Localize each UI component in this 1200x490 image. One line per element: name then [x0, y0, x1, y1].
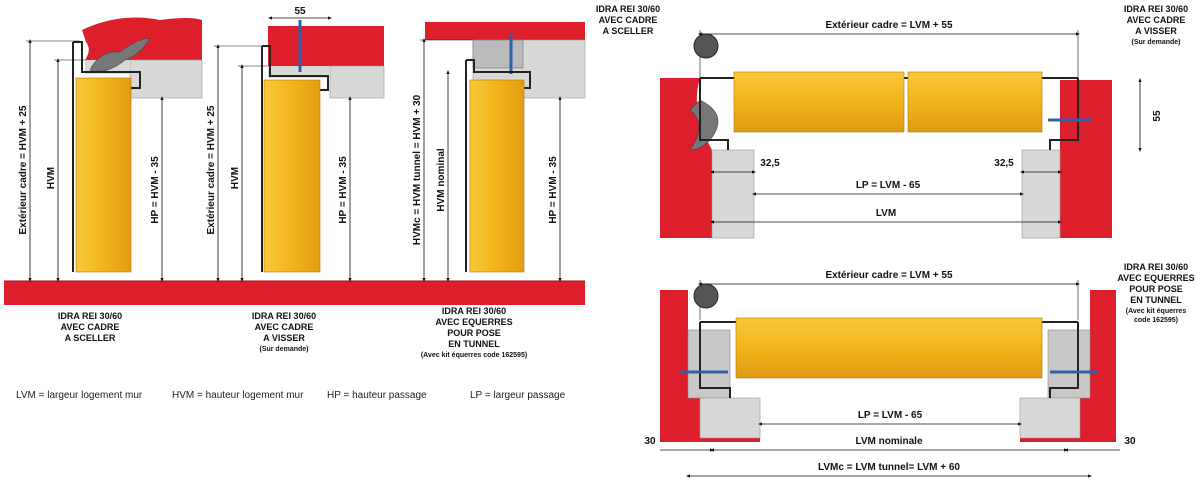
- jamb-left-bottom: [699, 397, 761, 439]
- note-bottom-right-1: (Avec kit équerres: [1126, 308, 1187, 315]
- dim-outer-top: Extérieur cadre = LVM + 55: [825, 20, 953, 31]
- tunnel-bracket-right: [1047, 329, 1091, 399]
- door-leaf-c: [469, 79, 525, 273]
- frame-profile-a: [72, 41, 141, 272]
- caption-bottom-right-2: AVEC EQUERRES: [1117, 273, 1194, 283]
- wall-lintel-a: [82, 17, 202, 61]
- caption-top-right-3: A VISSER: [1135, 26, 1177, 36]
- tunnel-bracket-c: [472, 39, 524, 69]
- wall-left-bottom: [660, 290, 688, 442]
- caption-b-2: AVEC CADRE: [255, 322, 314, 332]
- hinge-bottom: [693, 283, 719, 309]
- note-bottom-right-2: code 162595): [1134, 317, 1178, 324]
- dim-lp-bottom: LP = LVM - 65: [858, 410, 923, 421]
- dim-side-top: 55: [1152, 110, 1163, 122]
- caption-c-4: EN TUNNEL: [448, 339, 500, 349]
- frame-profile-c: [465, 59, 531, 272]
- dim-lvm-top: LVM: [876, 208, 896, 219]
- dim-right-top: 32,5: [994, 158, 1014, 169]
- dim-hp-a: HP = HVM - 35: [150, 156, 161, 224]
- note-b: (Sur demande): [259, 346, 308, 353]
- legend-lp: LP = largeur passage: [470, 390, 566, 401]
- wall-right-bottom: [1090, 290, 1116, 442]
- caption-top-left-1: IDRA REI 30/60: [596, 4, 660, 14]
- jamb-right-top: [1021, 149, 1061, 239]
- door-leaf-b: [263, 79, 321, 273]
- dim-right-bottom: 30: [1124, 436, 1136, 447]
- caption-a-3: A SCELLER: [65, 333, 116, 343]
- caption-c-2: AVEC EQUERRES: [435, 317, 512, 327]
- caption-a-2: AVEC CADRE: [61, 322, 120, 332]
- caption-top-left-2: AVEC CADRE: [599, 15, 658, 25]
- dim-top-b: 55: [294, 6, 306, 17]
- plan-top: IDRA REI 30/60 AVEC CADRE A SCELLER IDRA…: [596, 4, 1188, 239]
- frame-profile-b: [261, 45, 329, 272]
- dim-lp-top: LP = LVM - 65: [856, 180, 921, 191]
- dim-left-bottom: 30: [644, 436, 656, 447]
- dim-hvm-a: HVM: [46, 167, 57, 189]
- jamb-left-top: [711, 149, 755, 239]
- caption-b-3: A VISSER: [263, 333, 305, 343]
- door-leaf-top-right: [907, 71, 1043, 133]
- tunnel-bracket-left: [687, 329, 731, 399]
- note-top-right: (Sur demande): [1131, 39, 1180, 46]
- anchor-strap-top: [689, 99, 719, 151]
- dim-nominal-bottom: LVM nominale: [855, 436, 922, 447]
- caption-bottom-right-1: IDRA REI 30/60: [1124, 262, 1188, 272]
- dim-outer-bottom: Extérieur cadre = LVM + 55: [825, 270, 953, 281]
- elevation-b: 55 Extérieur cadre = HVM + 25 HVM HP = H…: [206, 6, 385, 353]
- dim-hp-c: HP = HVM - 35: [548, 156, 559, 224]
- caption-c-3: POUR POSE: [447, 328, 501, 338]
- wall-header-a: [129, 59, 203, 99]
- caption-top-right-2: AVEC CADRE: [1127, 15, 1186, 25]
- caption-top-left-3: A SCELLER: [603, 26, 654, 36]
- dim-outer-b: Extérieur cadre = HVM + 25: [206, 105, 217, 234]
- wall-lintel-b: [268, 26, 384, 66]
- dim-outer-c: HVMc = HVM tunnel = HVM + 30: [412, 94, 423, 245]
- caption-a-1: IDRA REI 30/60: [58, 311, 122, 321]
- plan-bottom: IDRA REI 30/60 AVEC EQUERRES POUR POSE E…: [644, 262, 1195, 478]
- dim-nominal-c: HVM nominal: [436, 148, 447, 212]
- caption-bottom-right-4: EN TUNNEL: [1130, 295, 1182, 305]
- wall-right-top: [1060, 80, 1112, 238]
- caption-bottom-right-3: POUR POSE: [1129, 284, 1183, 294]
- caption-top-right-1: IDRA REI 30/60: [1124, 4, 1188, 14]
- elevation-c: HVMc = HVM tunnel = HVM + 30 HVM nominal…: [412, 22, 586, 359]
- elevation-a: Extérieur cadre = HVM + 25 HVM HP = HVM …: [18, 17, 203, 343]
- door-leaf-a: [75, 77, 132, 273]
- wall-header-b: [329, 65, 385, 99]
- dim-outer-a: Extérieur cadre = HVM + 25: [18, 105, 29, 234]
- legend-hvm: HVM = hauteur logement mur: [172, 390, 304, 401]
- caption-b-1: IDRA REI 30/60: [252, 311, 316, 321]
- dim-hp-b: HP = HVM - 35: [338, 156, 349, 224]
- dim-left-top: 32,5: [760, 158, 780, 169]
- jamb-right-bottom: [1019, 397, 1081, 439]
- caption-c-1: IDRA REI 30/60: [442, 306, 506, 316]
- door-leaf-top-left: [733, 71, 905, 133]
- anchor-strap-a: [89, 37, 151, 73]
- dim-lvmc-bottom: LVMc = LVM tunnel= LVM + 60: [818, 462, 960, 473]
- dim-hvm-b: HVM: [230, 167, 241, 189]
- door-leaf-bottom: [735, 317, 1043, 379]
- legend-lvm: LVM = largeur logement mur: [16, 390, 143, 401]
- legend-hp: HP = hauteur passage: [327, 390, 427, 401]
- note-c: (Avec kit équerres code 162595): [421, 352, 527, 359]
- hinge-top: [693, 33, 719, 59]
- floor-slab: [4, 281, 585, 305]
- wall-lintel-c: [425, 22, 585, 40]
